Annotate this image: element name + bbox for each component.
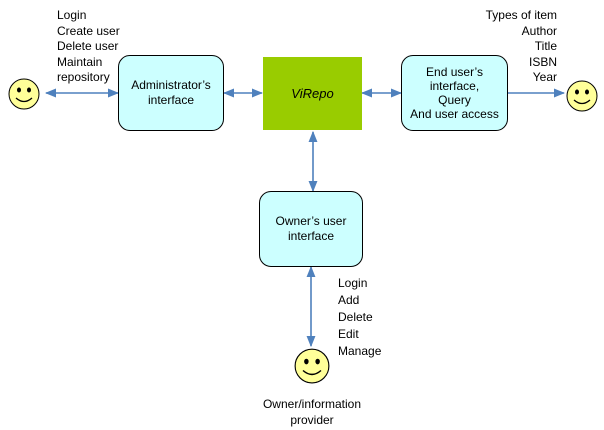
admin-actions-list: Login Create user Delete user Maintain r…: [57, 8, 120, 86]
admin-action: Delete user: [57, 39, 119, 53]
query-field: ISBN: [528, 54, 557, 69]
administrator-smiley-icon: [8, 78, 40, 110]
admin-action: Maintain: [57, 54, 103, 69]
enduser-smiley-icon: [566, 80, 598, 112]
administrator-interface-box: Administrator’s interface: [118, 55, 224, 131]
admin-action: Login: [57, 8, 87, 22]
query-field: Types of item: [485, 8, 557, 22]
virepo-label: ViRepo: [291, 86, 334, 101]
owner-action: Login: [338, 276, 368, 290]
query-field: Year: [532, 70, 557, 84]
admin-box-line: interface: [147, 93, 195, 107]
admin-action: Create user: [57, 23, 120, 38]
owner-interface-box: Owner’s user interface: [259, 191, 363, 267]
admin-box-line: Administrator’s: [131, 78, 211, 92]
query-field: Author: [521, 23, 557, 38]
admin-action: repository: [57, 70, 110, 84]
enduser-box-line: And user access: [410, 107, 499, 121]
owner-action: Add: [338, 293, 360, 307]
owner-box-line: interface: [287, 229, 335, 243]
owner-box-line: Owner’s user: [275, 214, 347, 228]
owner-action: Edit: [338, 327, 359, 341]
owner-actor-label: Owner/information provider: [248, 397, 376, 428]
enduser-box-line: interface,: [429, 79, 480, 93]
owner-action: Delete: [338, 310, 373, 324]
virepo-core-box: ViRepo: [263, 57, 362, 130]
enduser-box-line: Query: [438, 93, 471, 107]
owner-actions-list: Login Add Delete Edit Manage: [338, 275, 381, 360]
owner-actor-line: provider: [290, 412, 334, 427]
owner-actor-line: Owner/information: [262, 397, 362, 411]
enduser-query-fields-list: Types of item Author Title ISBN Year: [486, 8, 557, 86]
enduser-interface-box: End user’s interface, Query And user acc…: [401, 55, 508, 131]
owner-smiley-icon: [294, 348, 330, 384]
query-field: Title: [534, 39, 557, 53]
enduser-box-line: End user’s: [426, 65, 483, 79]
owner-action: Manage: [338, 344, 382, 358]
